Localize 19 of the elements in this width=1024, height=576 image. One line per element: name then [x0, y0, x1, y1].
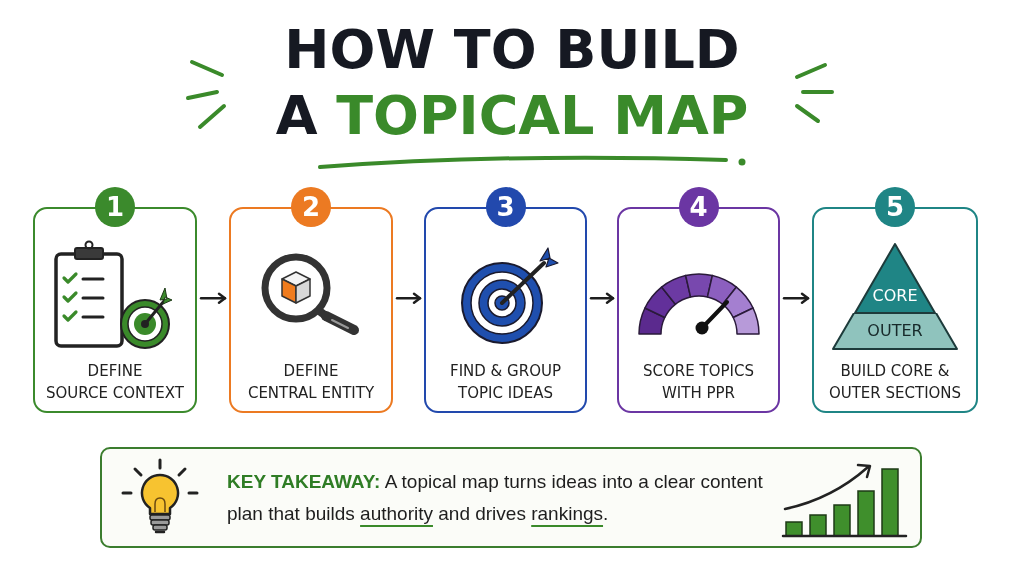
title: HOW TO BUILD A TOPICAL MAP: [274, 17, 750, 149]
tier-label: OUTER: [867, 322, 923, 340]
takeaway-text: KEY TAKEAWAY: A topical map turns ideas into a clear content plan that builds authority and drives rankings.: [227, 470, 764, 526]
step-number-badge: 3: [485, 187, 526, 227]
takeaway-panel: [100, 447, 922, 548]
step-label: FIND & GROUP TOPIC IDEAS: [449, 361, 562, 404]
tier-label: CORE: [872, 287, 918, 305]
arrow: [395, 292, 422, 304]
arrow: [199, 292, 227, 304]
step-number-badge: 2: [291, 187, 331, 227]
step-label: DEFINE SOURCE CONTEXT: [45, 361, 185, 404]
step-label: BUILD CORE & OUTER SECTIONS: [827, 361, 963, 404]
step-number-badge: 5: [875, 187, 915, 227]
step-label: SCORE TOPICS WITH PPR: [642, 361, 755, 404]
arrow: [782, 292, 810, 304]
step-number-badge: 4: [678, 187, 719, 227]
step-number-badge: 1: [95, 187, 135, 227]
step-label: DEFINE CENTRAL ENTITY: [246, 361, 376, 404]
arrow: [589, 292, 615, 304]
